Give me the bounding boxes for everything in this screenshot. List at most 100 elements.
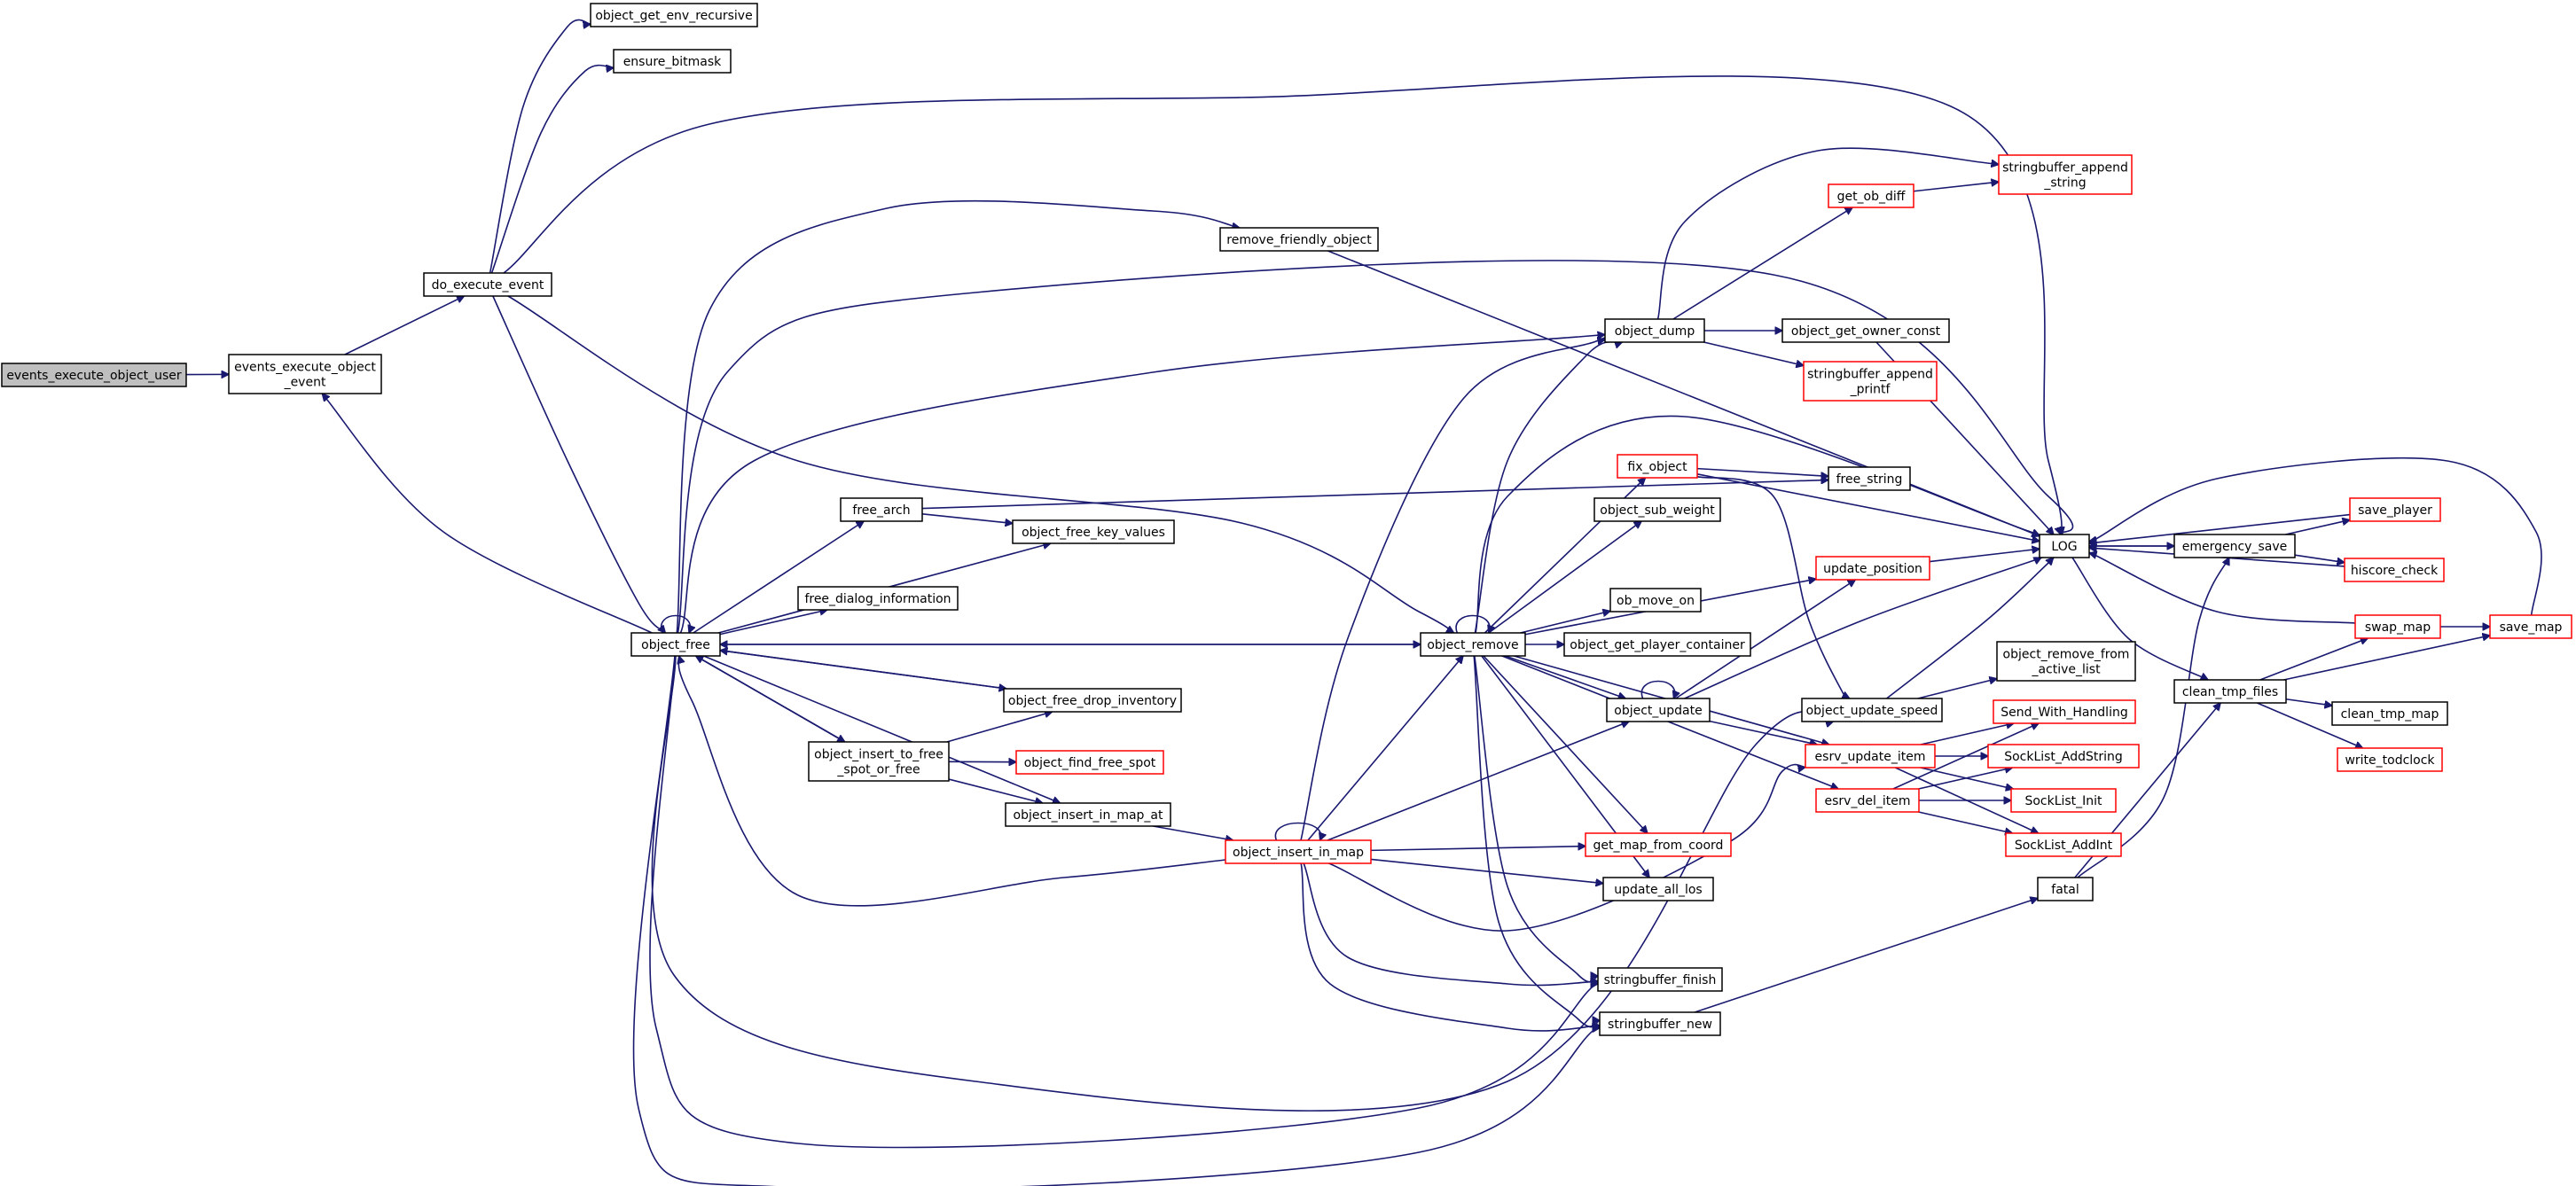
node-object-remove[interactable]: object_remove: [1420, 632, 1526, 657]
node-events-execute-object-event[interactable]: events_execute_object_event: [228, 354, 382, 394]
node-box: [1996, 641, 2136, 682]
node-label: object_free_key_values: [1022, 526, 1165, 540]
call-edge-object_dump-to-stringbuffer_append_string: [1656, 147, 2010, 320]
node-socklist-addint[interactable]: SockList_AddInt: [2005, 832, 2122, 857]
call-edge-get_ob_diff-to-stringbuffer_append_string: [1913, 182, 1999, 192]
node-save-map[interactable]: save_map: [2489, 614, 2572, 639]
call-edge-free_arch-to-free_string: [921, 480, 1828, 510]
node-object-update[interactable]: object_update: [1606, 698, 1711, 722]
node-box: [1012, 519, 1175, 544]
node-events-execute-object-user[interactable]: events_execute_object_user: [1, 363, 187, 387]
call-edge-object_remove-to-ob_move_on: [1520, 611, 1610, 634]
node-stringbuffer-append-string[interactable]: stringbuffer_append_string: [1998, 154, 2133, 195]
node-box: [613, 49, 732, 74]
node-fatal[interactable]: fatal: [2037, 877, 2094, 901]
node-box: [2173, 534, 2296, 558]
node-socklist-init[interactable]: SockList_Init: [2010, 788, 2117, 813]
node-object-sub-weight[interactable]: object_sub_weight: [1593, 497, 1721, 522]
node-do-execute-event[interactable]: do_execute_event: [423, 272, 552, 297]
node-object-find-free-spot[interactable]: object_find_free_spot: [1015, 750, 1164, 775]
node-label: object_free: [641, 638, 710, 652]
node-object-get-env-recursive[interactable]: object_get_env_recursive: [590, 3, 758, 27]
node-get-ob-diff[interactable]: get_ob_diff: [1828, 183, 1914, 208]
node-label: clean_tmp_map: [2341, 707, 2439, 722]
node-label: object_insert_in_map: [1233, 846, 1364, 860]
node-object-update-speed[interactable]: object_update_speed: [1801, 698, 1943, 722]
node-label: object_update_speed: [1806, 704, 1938, 718]
node-box: [1781, 318, 1950, 343]
call-edge-object_insert_to_free_spot_or_free-to-object_insert_in_map_at: [948, 778, 1043, 803]
call-edge-update_position-to-LOG: [1929, 549, 2040, 563]
call-edge-esrv_del_item-to-SockList_AddInt: [1918, 811, 2012, 833]
node-object-dump[interactable]: object_dump: [1604, 318, 1705, 343]
node-esrv-del-item[interactable]: esrv_del_item: [1815, 788, 1920, 813]
call-edge-object_remove-to-object_sub_weight: [1488, 521, 1641, 634]
node-object-free-drop-inventory[interactable]: object_free_drop_inventory: [1003, 688, 1182, 713]
node-remove-friendly-object[interactable]: remove_friendly_object: [1219, 227, 1379, 252]
node-label: get_map_from_coord: [1593, 839, 1724, 853]
node-free-dialog-information[interactable]: free_dialog_information: [797, 586, 959, 611]
node-object-remove-from-active-list[interactable]: object_remove_from_active_list: [1996, 641, 2136, 682]
node-object-get-owner-const[interactable]: object_get_owner_const: [1781, 318, 1950, 343]
node-label: stringbuffer_append: [1807, 368, 1933, 382]
node-box: [423, 272, 552, 297]
node-label: events_execute_object_user: [6, 369, 182, 383]
node-box: [1420, 632, 1526, 657]
node-ob-move-on[interactable]: ob_move_on: [1609, 588, 1702, 613]
node-stringbuffer-append-printf[interactable]: stringbuffer_append_printf: [1803, 361, 1938, 402]
node-update-all-los[interactable]: update_all_los: [1602, 877, 1714, 901]
node-fix-object[interactable]: fix_object: [1617, 454, 1698, 479]
node-object-free-key-values[interactable]: object_free_key_values: [1012, 519, 1175, 544]
call-edge-object_free-to-LOG: [677, 260, 2074, 634]
node-swap-map[interactable]: swap_map: [2354, 614, 2441, 639]
node-hiscore-check[interactable]: hiscore_check: [2344, 558, 2445, 582]
node-box: [2005, 832, 2122, 857]
node-object-insert-in-map[interactable]: object_insert_in_map: [1225, 839, 1372, 864]
node-object-free[interactable]: object_free: [630, 632, 721, 657]
node-object-get-player-container[interactable]: object_get_player_container: [1563, 632, 1751, 657]
call-edge-object_remove-to-stringbuffer_new: [1473, 655, 1600, 1028]
call-edge-object_free-to-object_insert_in_map_at: [703, 655, 1060, 803]
node-box: [1617, 454, 1698, 479]
node-clean-tmp-files[interactable]: clean_tmp_files: [2173, 679, 2287, 704]
node-label: get_ob_diff: [1837, 190, 1906, 204]
node-get-map-from-coord[interactable]: get_map_from_coord: [1585, 832, 1732, 857]
node-emergency-save[interactable]: emergency_save: [2173, 534, 2296, 558]
node-stringbuffer-finish[interactable]: stringbuffer_finish: [1597, 967, 1723, 992]
call-edge-object_free-to-object_update_speed: [651, 655, 1833, 1112]
node-box: [797, 586, 959, 611]
node-write-todclock[interactable]: write_todclock: [2337, 747, 2443, 772]
node-label: _string: [2043, 176, 2086, 191]
node-box: [1828, 466, 1911, 491]
call-edge-object_insert_in_map-to-get_map_from_coord: [1370, 847, 1586, 852]
node-free-arch[interactable]: free_arch: [840, 497, 923, 522]
node-ensure-bitmask[interactable]: ensure_bitmask: [613, 49, 732, 74]
node-label: SockList_AddString: [2004, 750, 2123, 764]
node-label: SockList_AddInt: [2015, 839, 2113, 853]
call-edge-object_free-to-stringbuffer_new: [632, 655, 1611, 1186]
node-clean-tmp-map[interactable]: clean_tmp_map: [2331, 701, 2448, 726]
node-box: [1606, 698, 1711, 722]
node-label: _active_list: [2031, 663, 2101, 677]
call-edge-object_insert_in_map-to-object_dump: [1300, 335, 1610, 841]
call-edge-object_free-to-remove_friendly_object: [676, 199, 1240, 634]
node-box: [2173, 679, 2287, 704]
node-update-position[interactable]: update_position: [1815, 556, 1930, 581]
node-object-insert-to-free-spot-or-free[interactable]: object_insert_to_free_spot_or_free: [808, 741, 950, 782]
node-box: [1801, 698, 1943, 722]
node-esrv-update-item[interactable]: esrv_update_item: [1805, 744, 1936, 769]
node-save-player[interactable]: save_player: [2349, 497, 2441, 522]
node-box: [1003, 688, 1182, 713]
node-object-insert-in-map-at[interactable]: object_insert_in_map_at: [1005, 802, 1171, 827]
call-edge-object_free-to-object_free: [660, 614, 691, 634]
node-box: [2010, 788, 2117, 813]
node-socklist-addstring[interactable]: SockList_AddString: [1987, 744, 2140, 769]
node-free-string[interactable]: free_string: [1828, 466, 1911, 491]
call-edge-LOG-to-clean_tmp_files: [2071, 557, 2208, 681]
node-stringbuffer-new[interactable]: stringbuffer_new: [1599, 1011, 1721, 1036]
node-box: [1, 363, 187, 387]
node-label: object_sub_weight: [1600, 503, 1715, 518]
node-send-with-handling[interactable]: Send_With_Handling: [1993, 699, 2136, 724]
node-box: [1597, 967, 1723, 992]
node-log[interactable]: LOG: [2039, 534, 2090, 558]
